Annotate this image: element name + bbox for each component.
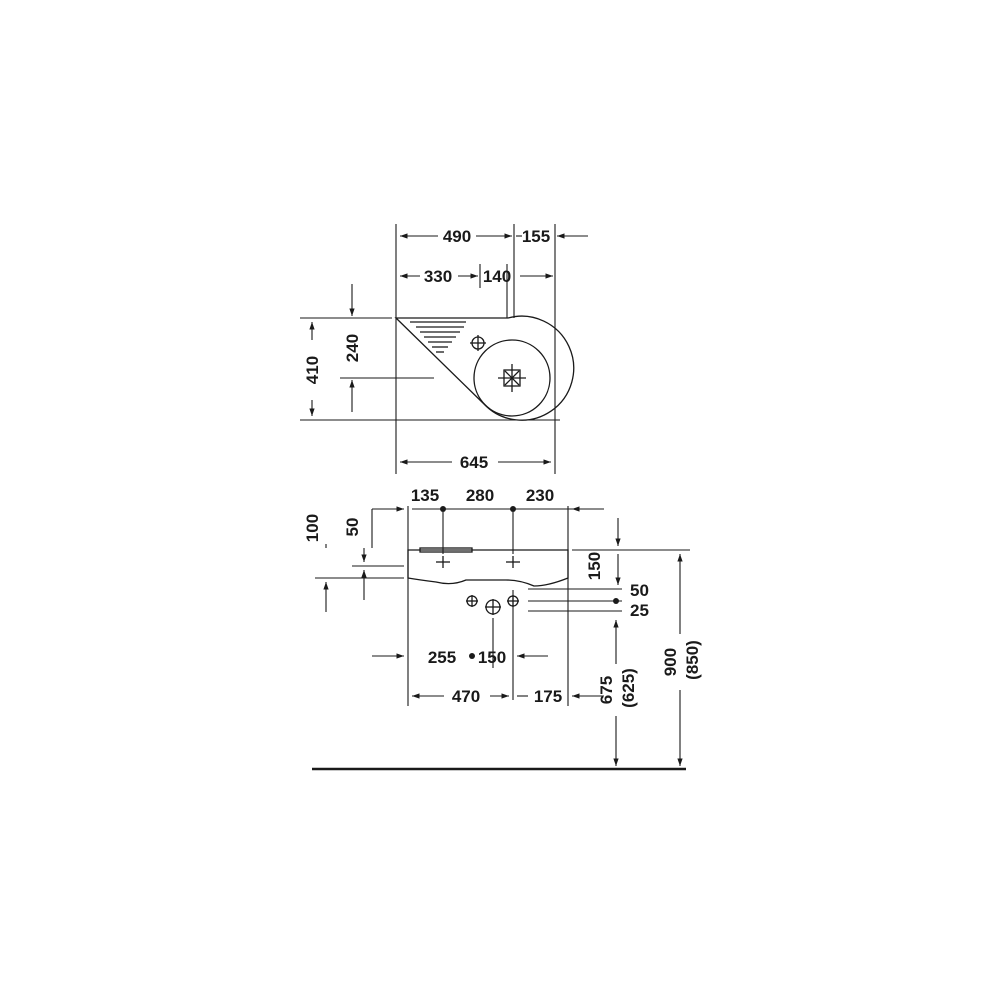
basin-outline-front: [407, 549, 569, 587]
dim-140: 140: [483, 267, 511, 286]
dim-255: 255: [428, 648, 456, 667]
dim-175: 175: [534, 687, 562, 706]
dim-230: 230: [526, 486, 554, 505]
dim-280: 280: [466, 486, 494, 505]
overflow-slots: [410, 321, 466, 353]
top-extension-lines: [300, 224, 560, 474]
dim-410: 410: [303, 356, 322, 384]
dim-25: 25: [630, 601, 649, 620]
dim-675: 675: [597, 676, 616, 704]
dim-900: 900: [661, 648, 680, 676]
bowl-circle: [473, 339, 551, 417]
supply-connections: [466, 595, 519, 615]
top-view: 490 155 330 140 410 240 645: [300, 224, 588, 474]
dim-135: 135: [411, 486, 439, 505]
dim-50-right: 50: [630, 581, 649, 600]
front-view: 135 280 230 100 50 150 50 25 255 150: [303, 486, 702, 771]
tap-marks-front: [436, 556, 520, 568]
dim-645: 645: [460, 453, 488, 472]
dim-490: 490: [443, 227, 471, 246]
dim-330: 330: [424, 267, 452, 286]
dim-100: 100: [303, 514, 322, 542]
dim-150-right: 150: [585, 552, 604, 580]
dim-625: (625): [619, 668, 638, 708]
dim-155: 155: [522, 227, 550, 246]
dim-470: 470: [452, 687, 480, 706]
tap-hole-top: [470, 335, 486, 351]
dim-240: 240: [343, 334, 362, 362]
dim-50-left: 50: [343, 518, 362, 537]
basin-outline-top: [394, 315, 575, 421]
drain-top: [498, 364, 526, 392]
overflow-strip-front: [419, 547, 473, 553]
front-extension-lines: [315, 506, 690, 706]
dim-150-mid: 150: [478, 648, 506, 667]
dim-850: (850): [683, 640, 702, 680]
